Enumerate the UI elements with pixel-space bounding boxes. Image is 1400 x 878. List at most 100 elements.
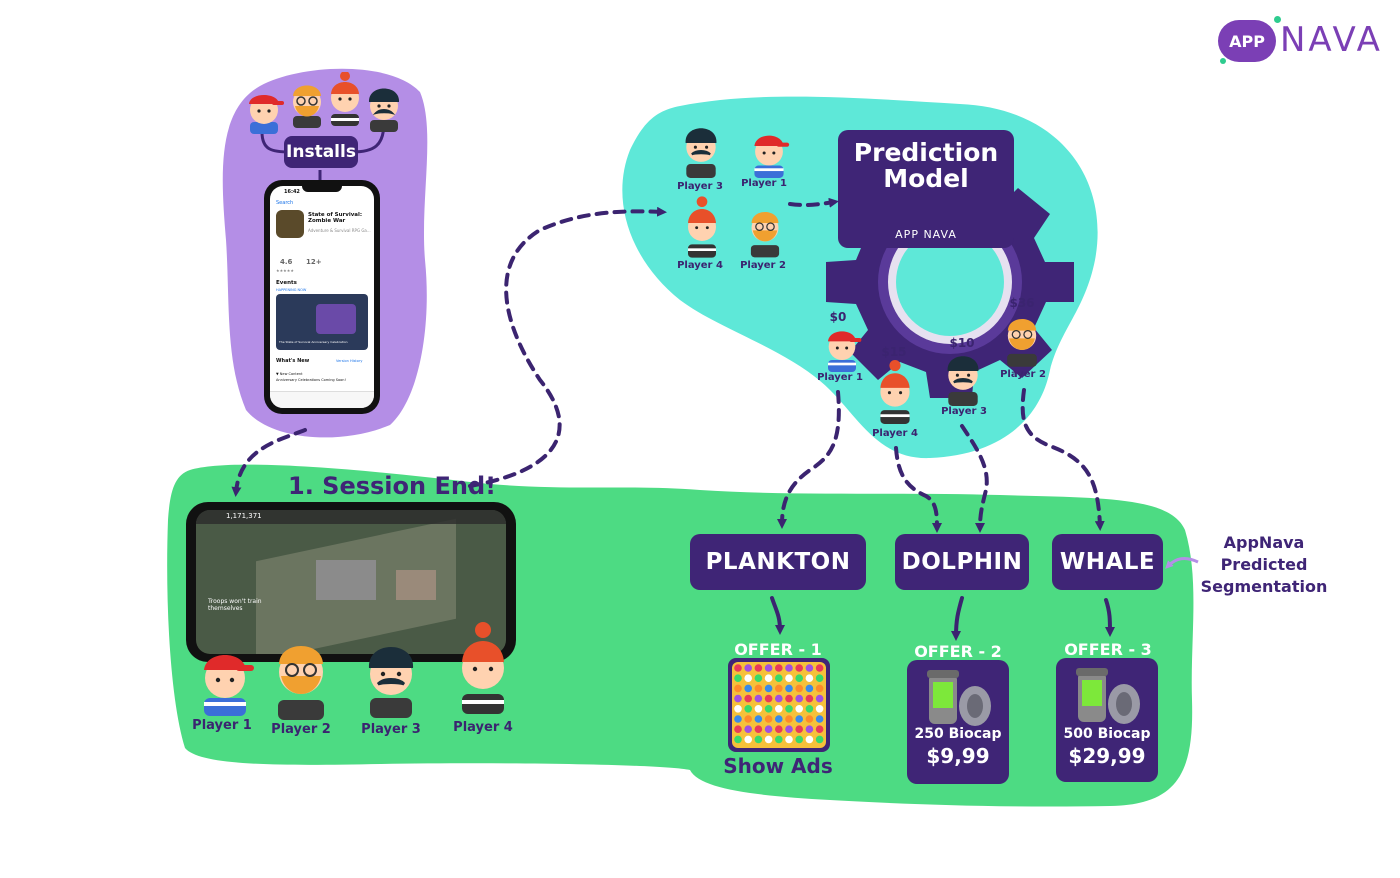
gem-tile xyxy=(815,664,824,672)
phone-notch xyxy=(302,184,342,192)
glasses-beard-man-icon xyxy=(746,204,784,258)
installs-label-box: Installs xyxy=(284,136,358,168)
input-player-1-label: Player 1 xyxy=(741,178,787,189)
game-resource: 1,171,371 xyxy=(226,512,262,520)
happening-now: HAPPENING NOW xyxy=(276,288,307,292)
gem-tile xyxy=(805,684,814,693)
gem-tile xyxy=(805,725,814,733)
logo-badge-text: APP xyxy=(1229,31,1265,51)
mustache-man-icon xyxy=(364,638,418,718)
arrow-player2-to-whale xyxy=(1020,388,1105,531)
gem-tile xyxy=(744,674,752,682)
game-screen: 1,171,371 Troops won't train themselves xyxy=(196,510,506,654)
gem-tile xyxy=(805,705,814,713)
prediction-model-box xyxy=(838,130,1014,248)
match3-game-thumbnail xyxy=(728,658,830,752)
arrow-dolphin-to-offer xyxy=(951,596,964,641)
gem-tile xyxy=(795,684,803,693)
arrow-whale-to-offer xyxy=(1104,598,1115,637)
gem-tile xyxy=(734,705,742,713)
player-3-value: $10 xyxy=(949,336,975,350)
input-player-2-label: Player 2 xyxy=(740,260,786,271)
arrow-player1-to-plankton xyxy=(777,390,841,529)
logo-dot-icon xyxy=(1220,58,1226,64)
arrow-installs-to-session xyxy=(231,428,307,497)
segment-dolphin-label: DOLPHIN xyxy=(901,549,1023,575)
gem-tile xyxy=(815,684,824,693)
gem-tile xyxy=(795,674,803,682)
game-toast: Troops won't train themselves xyxy=(208,598,262,612)
logo-badge: APP xyxy=(1218,20,1276,62)
gem-tile xyxy=(805,715,814,723)
prediction-model-title-2: Model xyxy=(883,164,969,193)
gem-tile xyxy=(764,715,773,723)
gem-tile xyxy=(805,694,814,703)
offer-2-item: 250 Biocap xyxy=(914,726,1002,742)
gem-tile xyxy=(785,664,793,672)
redhead-girl-icon xyxy=(876,360,914,424)
gem-tile xyxy=(744,694,752,703)
event-caption: The State of Survival Anniversary Celebr… xyxy=(279,340,348,344)
glasses-beard-man-icon xyxy=(1002,310,1042,368)
offer-2-title: OFFER - 2 xyxy=(914,642,1002,661)
output-player-2-label: Player 2 xyxy=(1000,369,1046,380)
biocap-icon xyxy=(1070,664,1144,728)
gem-tile xyxy=(805,664,814,672)
arrow-players-to-model xyxy=(788,197,839,208)
bottom-player-2-label: Player 2 xyxy=(271,722,331,737)
segmentation-note-line1: AppNava xyxy=(1223,533,1305,552)
offer-3-card: 500 Biocap $29,99 xyxy=(1056,658,1158,782)
gem-tile xyxy=(744,735,752,744)
gem-tile xyxy=(815,705,824,713)
player-2-value: $36 xyxy=(1009,296,1035,310)
gem-tile xyxy=(775,705,783,713)
gem-tile xyxy=(775,664,783,672)
gem-tile xyxy=(764,705,773,713)
gem-tile xyxy=(785,684,793,693)
gem-tile xyxy=(795,694,803,703)
gem-tile xyxy=(795,705,803,713)
logo-text: NAVA xyxy=(1280,20,1383,60)
gem-tile xyxy=(734,684,742,693)
offer-3-price: $29,99 xyxy=(1068,744,1146,768)
bottom-player-4-label: Player 4 xyxy=(453,720,513,735)
gem-tile xyxy=(744,705,752,713)
rating-stars: ★★★★★ xyxy=(276,268,294,273)
offer-2-price: $9,99 xyxy=(926,744,990,768)
game-phone: 1,171,371 Troops won't train themselves xyxy=(186,502,516,662)
input-player-3-label: Player 3 xyxy=(677,181,723,192)
biocap-icon xyxy=(921,666,995,730)
bottom-player-1-label: Player 1 xyxy=(192,718,252,733)
gem-tile xyxy=(764,725,773,733)
gem-tile xyxy=(775,694,783,703)
gem-tile xyxy=(775,735,783,744)
gem-tile xyxy=(734,694,742,703)
redhead-girl-icon xyxy=(456,622,510,714)
gem-tile xyxy=(795,664,803,672)
mustache-man-icon xyxy=(682,122,720,178)
output-player-1-label: Player 1 xyxy=(817,372,863,383)
gem-tile xyxy=(744,715,752,723)
input-player-4-label: Player 4 xyxy=(677,260,723,271)
gem-tile xyxy=(734,674,742,682)
redhead-girl-icon xyxy=(684,196,720,258)
phone-screen: 16:42 Search State of Survival: Zombie W… xyxy=(270,186,374,408)
gem-tile xyxy=(785,705,793,713)
version-history-link[interactable]: Version History xyxy=(336,359,363,363)
redhead-girl-icon xyxy=(326,71,364,126)
gem-tile xyxy=(775,674,783,682)
red-cap-boy-icon xyxy=(822,324,862,372)
app-title: State of Survival: Zombie War xyxy=(308,212,363,224)
offer-3-title: OFFER - 3 xyxy=(1064,640,1152,659)
back-search-link[interactable]: Search xyxy=(276,200,294,206)
red-cap-boy-icon xyxy=(196,644,254,716)
gem-tile xyxy=(775,715,783,723)
gem-tile xyxy=(815,715,824,723)
session-end-label: 1. Session End! xyxy=(288,472,497,500)
bottom-player-3-label: Player 3 xyxy=(361,722,421,737)
gem-tile xyxy=(785,725,793,733)
gem-tile xyxy=(754,725,763,733)
gem-tile xyxy=(795,725,803,733)
gem-tile xyxy=(764,674,773,682)
gear-logo-text: APP NAVA xyxy=(895,228,957,241)
